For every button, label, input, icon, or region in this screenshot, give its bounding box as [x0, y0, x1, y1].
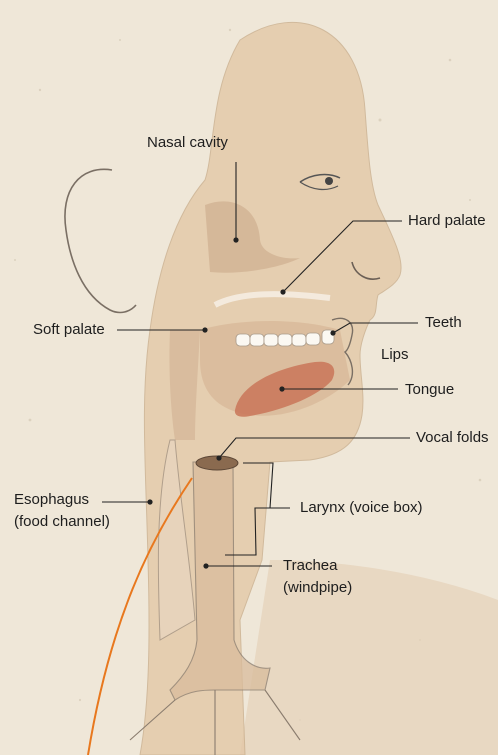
nasal-cavity-label: Nasal cavity	[147, 133, 228, 153]
esophagus-label: Esophagus	[14, 490, 89, 510]
lips-label: Lips	[381, 345, 409, 365]
teeth-label: Teeth	[425, 313, 462, 333]
trachea-sublabel: (windpipe)	[283, 578, 352, 598]
soft-palate-label: Soft palate	[33, 320, 105, 340]
shoulder-silhouette	[240, 560, 498, 755]
esophagus-sublabel: (food channel)	[14, 512, 110, 532]
larynx-label: Larynx (voice box)	[300, 498, 423, 518]
hard-palate-label: Hard palate	[408, 211, 486, 231]
ear-outline	[65, 169, 136, 312]
tongue-label: Tongue	[405, 380, 454, 400]
vocal-folds-label: Vocal folds	[416, 428, 489, 448]
trachea-label: Trachea	[283, 556, 337, 576]
